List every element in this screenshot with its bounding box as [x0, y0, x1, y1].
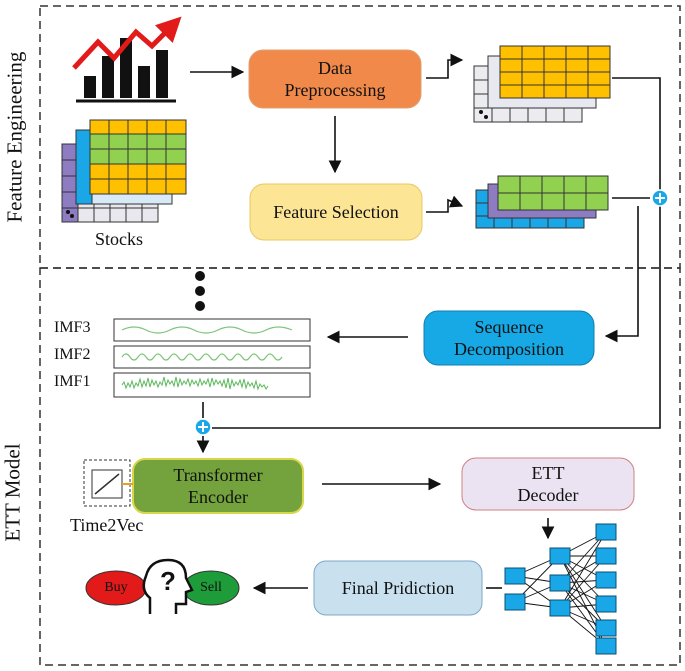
thinking-head-icon	[142, 558, 194, 614]
stocks-label: Stocks	[95, 229, 144, 249]
data-preprocessing-box: Data Preprocessing	[284, 58, 386, 100]
connector-grid-to-plus	[612, 77, 661, 196]
stocks-grid-front	[89, 119, 187, 195]
network-node	[595, 637, 617, 655]
imf2-label: IMF2	[54, 346, 91, 363]
network-node	[595, 571, 617, 589]
network-link	[559, 555, 607, 629]
buy-label: Buy	[104, 580, 128, 595]
ett-model-frame	[39, 267, 681, 666]
network-node	[549, 547, 571, 565]
network-link	[559, 555, 607, 609]
section-label-ett-model: ETT Model	[0, 443, 25, 542]
network-node	[595, 523, 617, 541]
time2vec-label: Time2Vec	[70, 515, 144, 535]
network-node	[595, 547, 617, 565]
ett-decoder-box: ETT Decoder	[517, 463, 579, 505]
network-node	[504, 567, 526, 585]
neural-network-icon	[504, 523, 617, 655]
selected-features-grid-icon	[475, 175, 609, 229]
bar-chart-icon	[76, 38, 176, 103]
final-prediction-box: Final Pridiction	[341, 578, 455, 598]
imf3-label: IMF3	[54, 319, 91, 336]
arrow-selection-to-grid	[426, 195, 464, 213]
plus-node-bottom	[194, 418, 212, 436]
network-link	[559, 531, 607, 609]
transformer-encoder-box-shape	[132, 458, 304, 514]
plus-node-top	[651, 189, 669, 207]
feature-selection-box: Feature Selection	[273, 202, 399, 222]
sequence-decomposition-box-shape	[423, 310, 595, 366]
arrow-plus-to-decomposition	[604, 206, 639, 343]
imf3-signal	[113, 318, 311, 342]
data-preprocessing-box-shape	[248, 49, 422, 109]
transformer-encoder-box: Transformer Encoder	[173, 465, 263, 507]
more-imfs-ellipsis-icon	[195, 271, 205, 311]
time2vec-icon	[83, 459, 133, 507]
imf2-signal	[113, 345, 311, 369]
final-prediction-box-shape	[313, 560, 483, 616]
arrow-preprocessing-to-grid	[426, 53, 464, 79]
feature-selection-box-shape	[249, 183, 423, 241]
preprocessed-data-grid-icon	[473, 45, 611, 123]
imf1-label: IMF1	[54, 373, 91, 390]
sell-label: Sell	[200, 580, 222, 595]
network-node	[549, 574, 571, 592]
network-node	[595, 619, 617, 637]
network-node	[549, 599, 571, 617]
network-node	[595, 595, 617, 613]
section-label-feature-engineering: Feature Engineering	[2, 51, 27, 223]
network-node	[504, 593, 526, 611]
ett-decoder-box-shape	[461, 457, 635, 511]
question-mark-icon: ?	[160, 566, 176, 596]
trend-arrow-icon	[72, 16, 182, 70]
stocks-data-grid-icon	[61, 119, 187, 223]
connector-plus-down-to-encoder	[212, 206, 661, 429]
sequence-decomposition-box: Sequence Decomposition	[454, 317, 564, 359]
imf1-signal	[113, 372, 311, 398]
